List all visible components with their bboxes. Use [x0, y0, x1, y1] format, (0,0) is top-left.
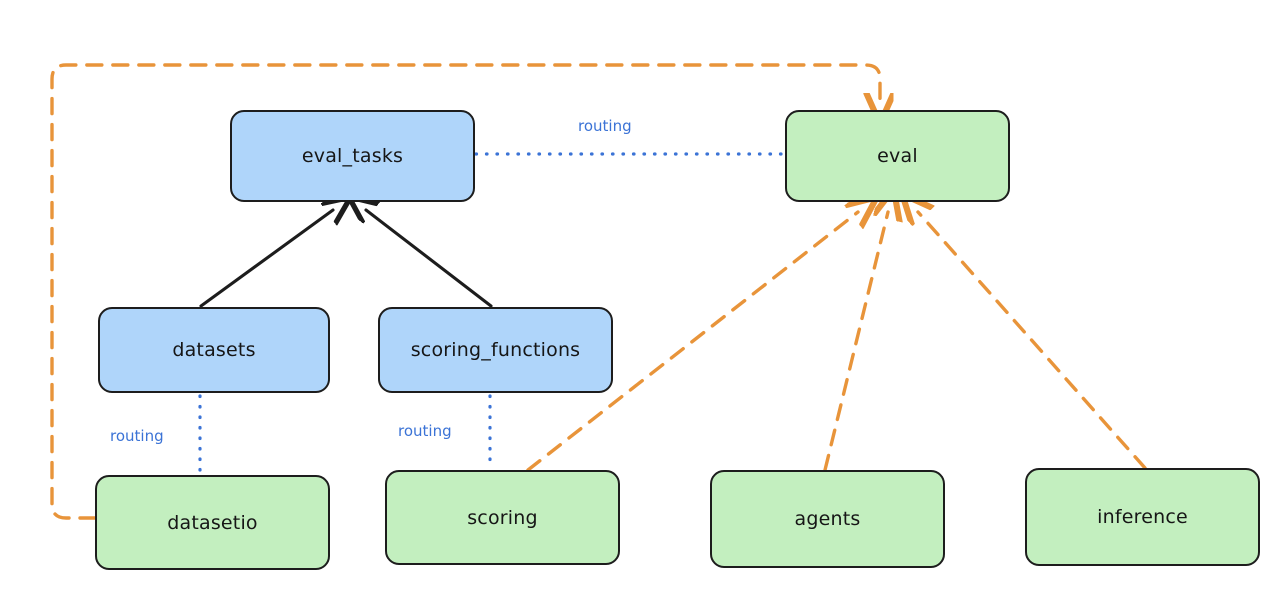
node-label-scoring-functions: scoring_functions — [410, 339, 581, 361]
node-inference[interactable]: inference — [1025, 468, 1260, 566]
edge-label-routing-datasets: routing — [110, 427, 164, 445]
node-label-scoring: scoring — [467, 506, 538, 529]
node-label-agents: agents — [794, 508, 861, 530]
node-datasetio[interactable]: datasetio — [95, 475, 330, 570]
edge-datasets-eval-tasks — [199, 210, 333, 308]
edge-label-routing-eval-tasks: routing — [578, 117, 632, 135]
edge-label-routing-scoring-functions: routing — [398, 422, 452, 440]
node-scoring[interactable]: scoring — [385, 470, 620, 565]
edge-scoring-functions-eval-tasks — [366, 210, 493, 308]
node-agents[interactable]: agents — [710, 470, 945, 568]
edge-scoring-eval — [526, 212, 858, 472]
node-datasets[interactable]: datasets — [98, 307, 330, 393]
node-label-eval: eval — [877, 145, 918, 167]
node-label-eval-tasks: eval_tasks — [301, 145, 404, 167]
edge-inference-eval — [918, 212, 1147, 470]
node-scoring-functions[interactable]: scoring_functions — [378, 307, 613, 393]
node-eval[interactable]: eval — [785, 110, 1010, 202]
node-label-inference: inference — [1097, 506, 1188, 528]
edge-agents-eval — [823, 212, 888, 472]
node-eval-tasks[interactable]: eval_tasks — [230, 110, 475, 202]
node-label-datasets: datasets — [172, 339, 256, 361]
node-label-datasetio: datasetio — [167, 511, 258, 534]
edge-datasetio-eval — [50, 63, 880, 520]
